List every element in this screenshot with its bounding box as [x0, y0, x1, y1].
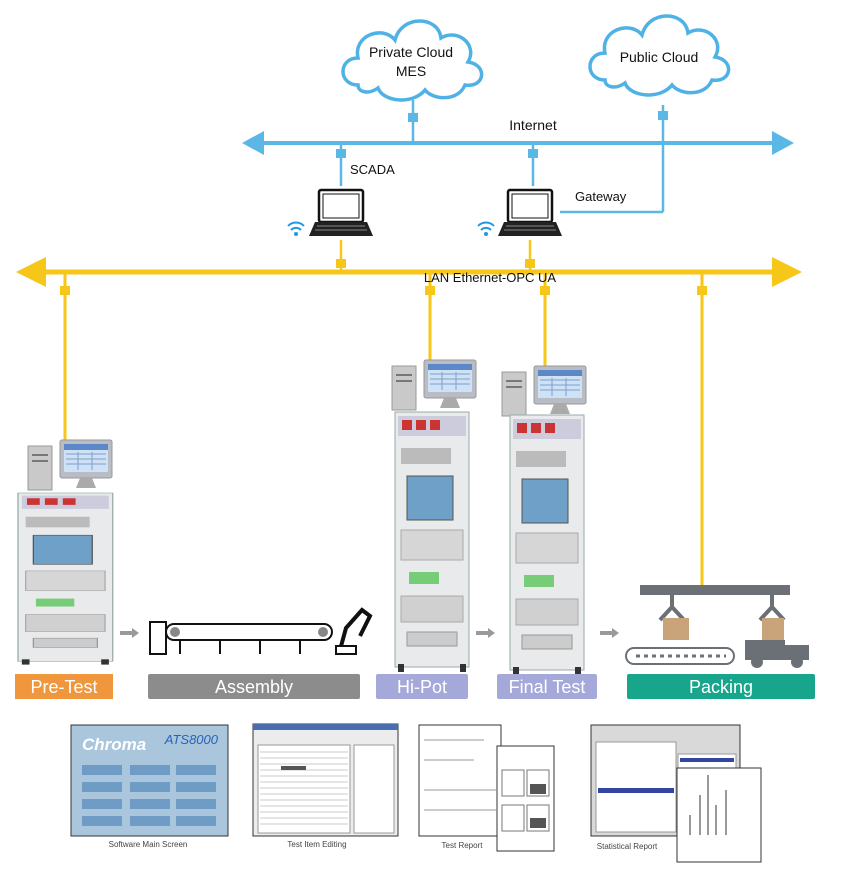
stage-label: Hi-Pot	[397, 677, 447, 697]
computer-icon	[391, 359, 477, 411]
public-cloud: Public Cloud	[588, 14, 731, 97]
stage-final-test: Final Test	[497, 674, 597, 699]
stage-packing: Packing	[627, 674, 815, 699]
laptop-icon	[496, 188, 564, 238]
gateway-laptop: Gateway	[477, 188, 627, 238]
caption: Test Item Editing	[287, 840, 346, 849]
caption: Software Main Screen	[109, 840, 188, 849]
computer-icon	[501, 365, 587, 417]
internet-label: Internet	[509, 117, 557, 133]
test-rack-image	[394, 411, 470, 673]
wifi-icon	[477, 221, 495, 237]
packing-station	[625, 585, 809, 668]
computer-icon	[27, 439, 113, 491]
pre-test-station	[17, 439, 114, 666]
laptop-icon	[307, 188, 375, 238]
internet-bus: Internet	[242, 100, 794, 214]
test-rack-image	[509, 414, 585, 676]
hi-pot-station	[391, 359, 477, 673]
cloud-icon	[341, 19, 484, 102]
flow-arrow-icon	[476, 628, 495, 638]
test-item-editing-thumbnail: Test Item Editing	[252, 723, 399, 849]
scada-laptop: SCADA	[287, 162, 395, 238]
flow-arrow-icon	[600, 628, 619, 638]
stage-assembly: Assembly	[148, 674, 360, 699]
ats8000-logo: ATS8000	[164, 732, 219, 747]
statistical-report-thumbnail: Statistical Report	[590, 724, 762, 863]
stage-hi-pot: Hi-Pot	[376, 674, 468, 699]
public-cloud-label: Public Cloud	[620, 49, 699, 65]
final-test-station	[501, 365, 587, 676]
caption: Test Report	[442, 841, 484, 850]
stage-pre-test: Pre-Test	[15, 674, 113, 699]
stage-label: Assembly	[215, 677, 293, 697]
private-cloud-label: Private Cloud	[369, 44, 453, 60]
test-rack-image	[17, 492, 114, 666]
assembly-conveyor	[149, 607, 373, 655]
caption: Statistical Report	[597, 842, 658, 851]
lan-bus: LAN Ethernet-OPC UA	[16, 240, 802, 586]
gateway-label: Gateway	[575, 189, 627, 204]
wifi-icon	[287, 221, 305, 237]
stage-label: Pre-Test	[30, 677, 97, 697]
mes-label: MES	[396, 63, 426, 79]
stage-label: Final Test	[509, 677, 586, 697]
lan-label: LAN Ethernet-OPC UA	[424, 270, 557, 285]
test-report-thumbnail: Test Report	[418, 724, 555, 852]
chroma-logo: Chroma	[82, 735, 146, 754]
flow-arrow-icon	[120, 628, 139, 638]
software-main-screen-thumbnail: Chroma ATS8000 Software Main Screen	[70, 724, 229, 849]
private-cloud-mes: Private Cloud MES	[341, 19, 484, 102]
scada-label: SCADA	[350, 162, 395, 177]
stage-label: Packing	[689, 677, 753, 697]
